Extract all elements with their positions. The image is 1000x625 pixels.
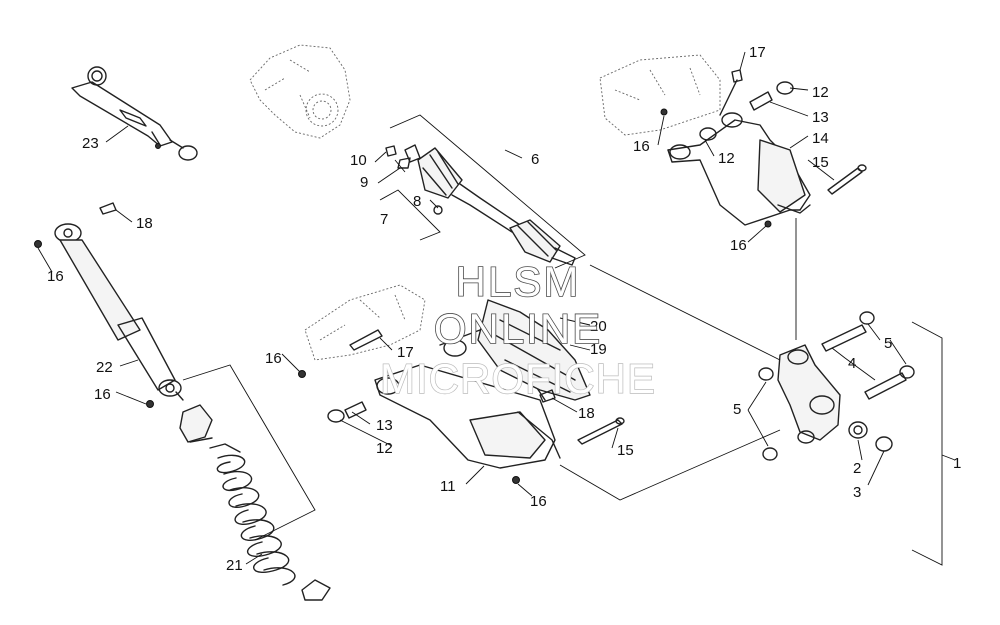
callout-3: 3 — [853, 484, 861, 501]
callout-16e: 16 — [265, 350, 282, 367]
callout-leader-lines — [37, 51, 956, 565]
bolts-5-knuckle — [758, 311, 915, 461]
watermark-line-3: MICROFICHE — [380, 355, 656, 402]
part-11-lower-a-arm — [374, 329, 561, 469]
callout-15a: 15 — [812, 154, 829, 171]
watermark-line-1: HLSM — [456, 258, 581, 305]
callout-16f: 16 — [530, 493, 547, 510]
callout-10: 10 — [350, 152, 367, 169]
callout-6: 6 — [531, 151, 539, 168]
callout-4: 4 — [848, 355, 856, 372]
bushing-12-lower — [327, 401, 367, 423]
nut-16-upper — [660, 108, 772, 228]
callout-16d: 16 — [94, 386, 111, 403]
callout-12a: 12 — [812, 84, 829, 101]
callout-20: 20 — [590, 318, 607, 335]
nut-16-shock — [34, 240, 154, 408]
callout-5a: 5 — [884, 335, 892, 352]
callout-13a: 13 — [812, 109, 829, 126]
callout-2: 2 — [853, 460, 861, 477]
callout-16c: 16 — [47, 268, 64, 285]
part-22-shock-absorber — [54, 223, 184, 401]
callout-12c: 12 — [376, 440, 393, 457]
bolt-17-lower — [349, 329, 383, 351]
callout-13b: 13 — [376, 417, 393, 434]
callout-21: 21 — [226, 557, 243, 574]
frame-outline-lower-center — [304, 284, 426, 361]
part-23-tool — [71, 66, 198, 161]
frame-outline-engine — [249, 44, 351, 139]
callout-12b: 12 — [718, 150, 735, 167]
callout-17a: 17 — [749, 44, 766, 61]
callout-11: 11 — [440, 478, 456, 495]
callout-18a: 18 — [136, 215, 153, 232]
callout-16b: 16 — [730, 237, 747, 254]
callout-16a: 16 — [633, 138, 650, 155]
part-6-drive-shaft — [404, 144, 576, 266]
callout-5b: 5 — [733, 401, 741, 418]
part-19-guard-plate — [477, 299, 591, 401]
parts-9-10-clips — [385, 145, 411, 169]
bushing-12-mid — [699, 127, 717, 141]
callout-18b: 18 — [578, 405, 595, 422]
part-shock-bushing — [179, 404, 213, 443]
callout-22: 22 — [96, 359, 113, 376]
callout-8: 8 — [413, 193, 421, 210]
callout-labels: 1 2 3 4 5 5 6 7 8 9 10 11 12 12 12 13 13… — [47, 44, 961, 574]
part-21-spring — [209, 443, 331, 601]
assembly-leader-lines — [182, 114, 943, 566]
bolt-18-shock — [99, 202, 117, 215]
bolt-15-upper — [827, 164, 867, 195]
watermark-line-2: ONLINE — [434, 305, 602, 352]
callout-9: 9 — [360, 174, 368, 191]
bolt-18-lower — [539, 389, 556, 403]
bushing-12-upper — [749, 81, 794, 111]
callout-23: 23 — [82, 135, 99, 152]
callout-15b: 15 — [617, 442, 634, 459]
part-1-knuckle — [777, 344, 893, 452]
callout-1: 1 — [953, 455, 961, 472]
callout-7: 7 — [380, 211, 388, 228]
frame-outline-upper-right — [599, 54, 721, 136]
callout-19: 19 — [590, 341, 607, 358]
part-14-upper-a-arm — [667, 112, 811, 226]
bolt-17-upper — [719, 69, 743, 116]
nut-16-lower — [298, 370, 520, 484]
callout-14: 14 — [812, 130, 829, 147]
bolt-15-lower — [577, 417, 625, 445]
callout-17b: 17 — [397, 344, 414, 361]
watermark: HLSM ONLINE MICROFICHE — [379, 257, 656, 403]
